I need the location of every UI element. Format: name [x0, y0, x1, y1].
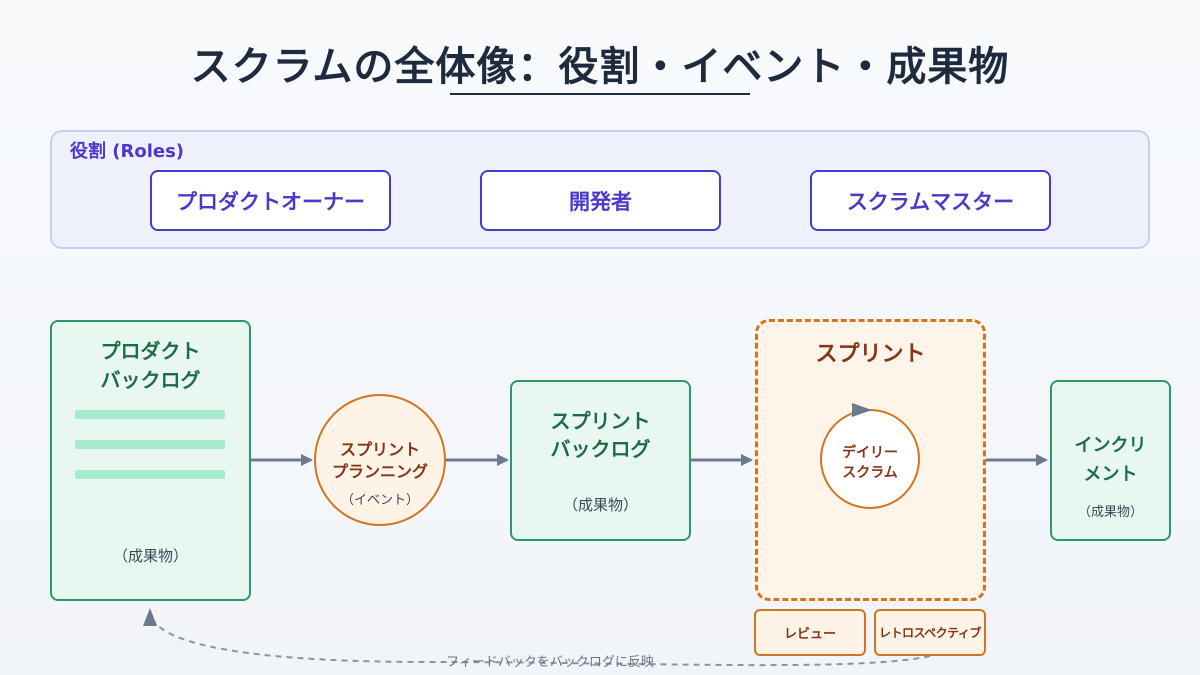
daily-scrum-circle	[820, 409, 920, 509]
daily-scrum-label: デイリー スクラム	[842, 445, 898, 481]
sprint-backlog-title: スプリント バックログ	[550, 409, 651, 461]
role-scrum-master: スクラムマスター	[810, 170, 1051, 231]
backlog-item-bar	[75, 410, 225, 419]
sprint-backlog-box	[510, 380, 691, 541]
sprint-backlog-note: （成果物）	[562, 496, 638, 514]
page-title: スクラムの全体像：役割・イベント・成果物	[190, 44, 1010, 90]
roles-label: 役割 (Roles)	[70, 141, 185, 162]
role-developers: 開発者	[480, 170, 721, 231]
sprint-planning-note: （イベント）	[340, 493, 419, 508]
backlog-item-bar	[75, 440, 225, 449]
backlog-item-bar	[75, 470, 225, 479]
feedback-loop-path	[149, 613, 931, 667]
feedback-label: フィードバックをバックログに反映	[446, 655, 654, 670]
increment-note: （成果物）	[1077, 505, 1143, 520]
sprint-planning-circle	[314, 394, 446, 526]
increment-box	[1050, 380, 1171, 541]
product-backlog-note: （成果物）	[112, 547, 188, 565]
sprint-review-box: レビュー	[754, 609, 866, 656]
retrospective-box: レトロスペクティブ	[874, 609, 986, 656]
sprint-planning-label: スプリント プランニング	[331, 440, 428, 481]
increment-title: インクリ メント	[1074, 435, 1147, 485]
product-backlog-box	[50, 320, 251, 601]
role-product-owner: プロダクトオーナー	[150, 170, 391, 231]
product-backlog-title: プロダクト バックログ	[100, 339, 201, 392]
sprint-title: スプリント	[815, 342, 926, 367]
cycle-arrow-icon	[852, 403, 872, 417]
title-underline	[450, 93, 750, 95]
feedback-arrowhead	[143, 608, 157, 626]
